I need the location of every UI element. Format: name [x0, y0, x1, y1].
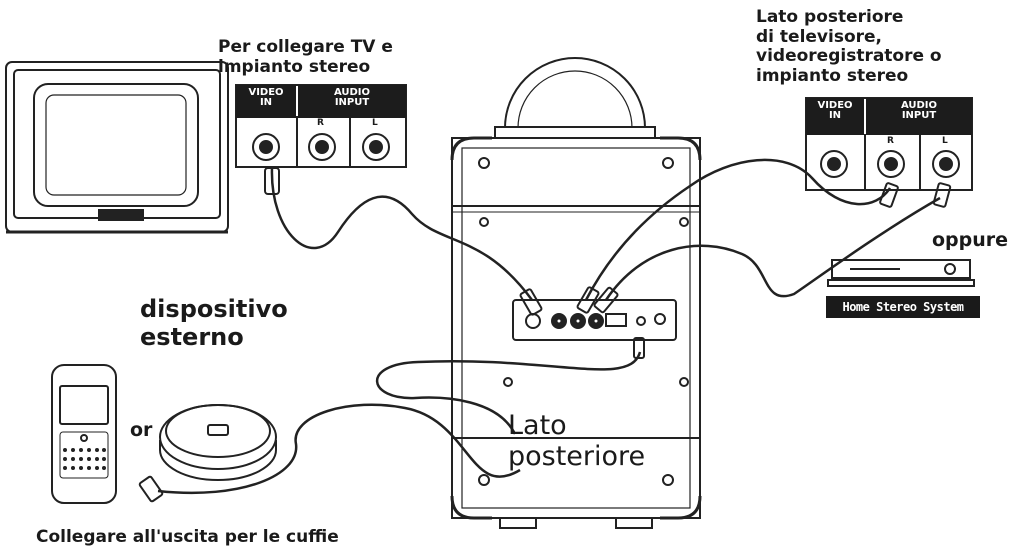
keyboard-dots	[63, 448, 106, 470]
home-stereo-label: Home Stereo System	[826, 296, 980, 318]
plug-heads	[138, 167, 952, 503]
label-line: Per collegare TV e	[218, 37, 393, 57]
jack-label-l-right: L	[942, 136, 948, 146]
rear-tv-label: Lato posteriore di televisore, videoregi…	[756, 7, 942, 86]
label-line: Lato posteriore	[756, 7, 904, 27]
video-in-header-left: VIDEO IN	[236, 85, 296, 118]
header-line: VIDEO	[248, 87, 284, 98]
audio-input-header-right: AUDIO INPUT	[866, 98, 972, 135]
tv-icon	[5, 61, 229, 234]
cables	[157, 158, 941, 495]
label-line: di televisore,	[756, 26, 883, 47]
external-device-label: dispositivo esterno	[140, 295, 288, 351]
label-line: esterno	[140, 322, 244, 351]
speaker-icon	[450, 57, 702, 529]
video-in-header-right: VIDEO IN	[806, 98, 864, 135]
smartphone-icon	[51, 364, 117, 504]
header-line: IN	[828, 110, 842, 121]
home-stereo-icon	[827, 259, 975, 287]
header-line: AUDIO	[333, 87, 371, 98]
or-label: or	[130, 419, 153, 441]
label-line: dispositivo	[140, 295, 288, 323]
cd-player-icon	[159, 404, 277, 481]
label-line: impianto stereo	[218, 56, 371, 77]
rear-side-label: Lato posteriore	[508, 410, 645, 472]
header-line: INPUT	[901, 110, 937, 121]
jack-label-r-right: R	[887, 136, 894, 146]
audio-input-header-left: AUDIO INPUT	[298, 85, 406, 118]
header-line: AUDIO	[900, 100, 938, 111]
oppure-label: oppure	[932, 229, 1009, 251]
label-line: posteriore	[508, 441, 646, 473]
jack-label-r-left: R	[317, 118, 324, 128]
header-line: IN	[259, 97, 273, 108]
label-line: Lato	[508, 410, 567, 441]
label-line: videoregistratore o	[756, 46, 942, 67]
tv-stereo-label: Per collegare TV e impianto stereo	[218, 37, 393, 77]
label-line: impianto stereo	[756, 65, 909, 86]
header-line: VIDEO	[817, 100, 853, 111]
header-line: INPUT	[334, 97, 370, 108]
headphone-label: Collegare all'uscita per le cuffie	[36, 527, 339, 547]
jack-label-l-left: L	[372, 118, 378, 128]
